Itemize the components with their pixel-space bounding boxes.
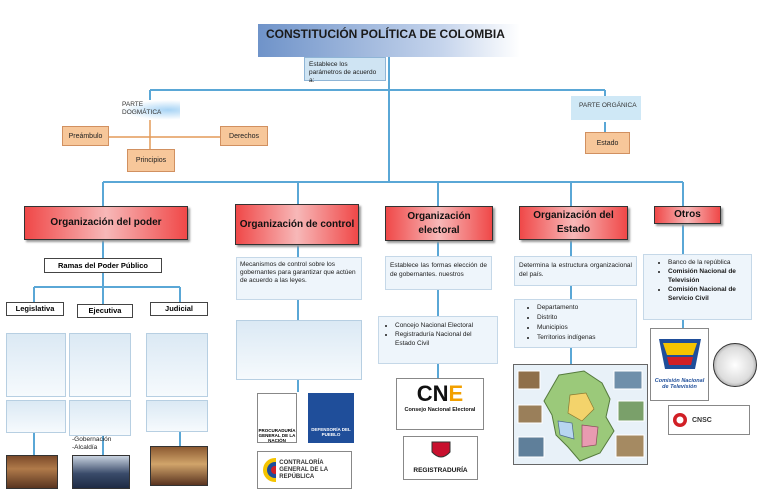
derechos-box: Derechos	[220, 126, 268, 146]
estado-item: Departamento	[537, 303, 632, 313]
presidente-photo	[72, 455, 130, 489]
estado-box: Estado	[585, 132, 630, 154]
legislativa-box: Legislativa	[6, 302, 64, 316]
cntv-flag-icon	[658, 339, 701, 369]
electoral-item: Registraduría Nacional del Estado Civil	[395, 330, 493, 348]
estado-item: Territorios indígenas	[537, 333, 632, 343]
corte-photo	[150, 446, 208, 486]
shield-icon	[431, 441, 450, 458]
preambulo-box: Preámbulo	[62, 126, 109, 146]
estado-item: Municipios	[537, 323, 632, 333]
control-info-box	[236, 320, 362, 380]
contraloria-emblem-icon	[263, 458, 277, 482]
otros-list: Banco de la república Comisión Nacional …	[643, 254, 752, 320]
registraduria-logo: REGISTRADURÍA	[403, 436, 478, 480]
judicial-box: Judicial	[150, 302, 208, 316]
cne-logo-text: Consejo Nacional Electoral	[404, 407, 476, 413]
organizacion-electoral-header: Organización electoral	[385, 206, 493, 241]
registraduria-logo-text: REGISTRADURÍA	[413, 467, 468, 474]
estado-item: Distrito	[537, 313, 632, 323]
organizacion-poder-header: Organización del poder	[24, 206, 188, 240]
organizacion-estado-header: Organización del Estado	[519, 206, 628, 240]
ejecutiva-box: Ejecutiva	[77, 304, 133, 318]
cnsc-logo-text: CNSC	[692, 416, 712, 424]
cntv-logo: Comisión Nacional de Televisión	[650, 328, 709, 401]
judicial-info-box	[146, 333, 208, 397]
defensoria-logo-text: DEFENSORÍA DEL PUEBLO	[311, 427, 351, 437]
otros-header: Otros	[654, 206, 721, 224]
ejecutiva-info-box	[69, 333, 131, 397]
estado-description: Determina la estructura organizacional d…	[514, 256, 637, 286]
colombia-map	[513, 364, 648, 465]
cne-logo: CNE Consejo Nacional Electoral	[396, 378, 484, 430]
control-description: Mecanismos de control sobre los gobernan…	[236, 257, 362, 300]
principios-box: Principios	[127, 149, 175, 172]
contraloria-logo: CONTRALORÍA GENERAL DE LA REPÚBLICA	[257, 451, 352, 489]
defensoria-logo: DEFENSORÍA DEL PUEBLO	[308, 393, 354, 443]
otros-item: Comisión Nacional de Servicio Civil	[668, 285, 748, 303]
cnsc-emblem-icon	[673, 413, 687, 427]
ejecutiva-note: -Gobernación -Alcaldía	[72, 436, 112, 451]
diagram-title: CONSTITUCIÓN POLÍTICA DE COLOMBIA	[258, 24, 520, 57]
electoral-item: Concejo Nacional Electoral	[395, 321, 493, 330]
legislativa-info-box-2	[6, 400, 66, 433]
congreso-photo	[6, 455, 58, 489]
ramas-box: Ramas del Poder Público	[44, 258, 162, 273]
electoral-list: Concejo Nacional Electoral Registraduría…	[378, 316, 498, 364]
organizacion-control-header: Organización de control	[235, 204, 359, 245]
otros-item: Banco de la república	[668, 258, 748, 267]
cnsc-logo: CNSC	[668, 405, 750, 435]
parte-dogmatica-label: PARTE DOGMÁTICA	[120, 100, 180, 120]
cntv-logo-text: Comisión Nacional de Televisión	[654, 378, 705, 390]
ejecutiva-info-box-2	[69, 400, 131, 436]
banco-republica-seal	[713, 343, 757, 387]
legislativa-info-box	[6, 333, 66, 397]
subtitle-box: Establece los parámetros de acuerdo a:	[304, 57, 386, 84]
otros-item: Comisión Nacional de Televisión	[668, 267, 748, 285]
procuraduria-logo-text: PROCURADURÍA GENERAL DE LA NACIÓN	[258, 428, 296, 443]
parte-organica-label: PARTE ORGÁNICA	[571, 96, 641, 120]
procuraduria-logo: PROCURADURÍA GENERAL DE LA NACIÓN	[257, 393, 297, 443]
judicial-info-box-2	[146, 400, 208, 432]
contraloria-logo-text: CONTRALORÍA GENERAL DE LA REPÚBLICA	[279, 459, 328, 480]
electoral-description: Establece las formas elección de de gobe…	[385, 256, 492, 290]
estado-list: Departamento Distrito Municipios Territo…	[514, 299, 637, 348]
colombia-map-icon	[517, 370, 645, 462]
